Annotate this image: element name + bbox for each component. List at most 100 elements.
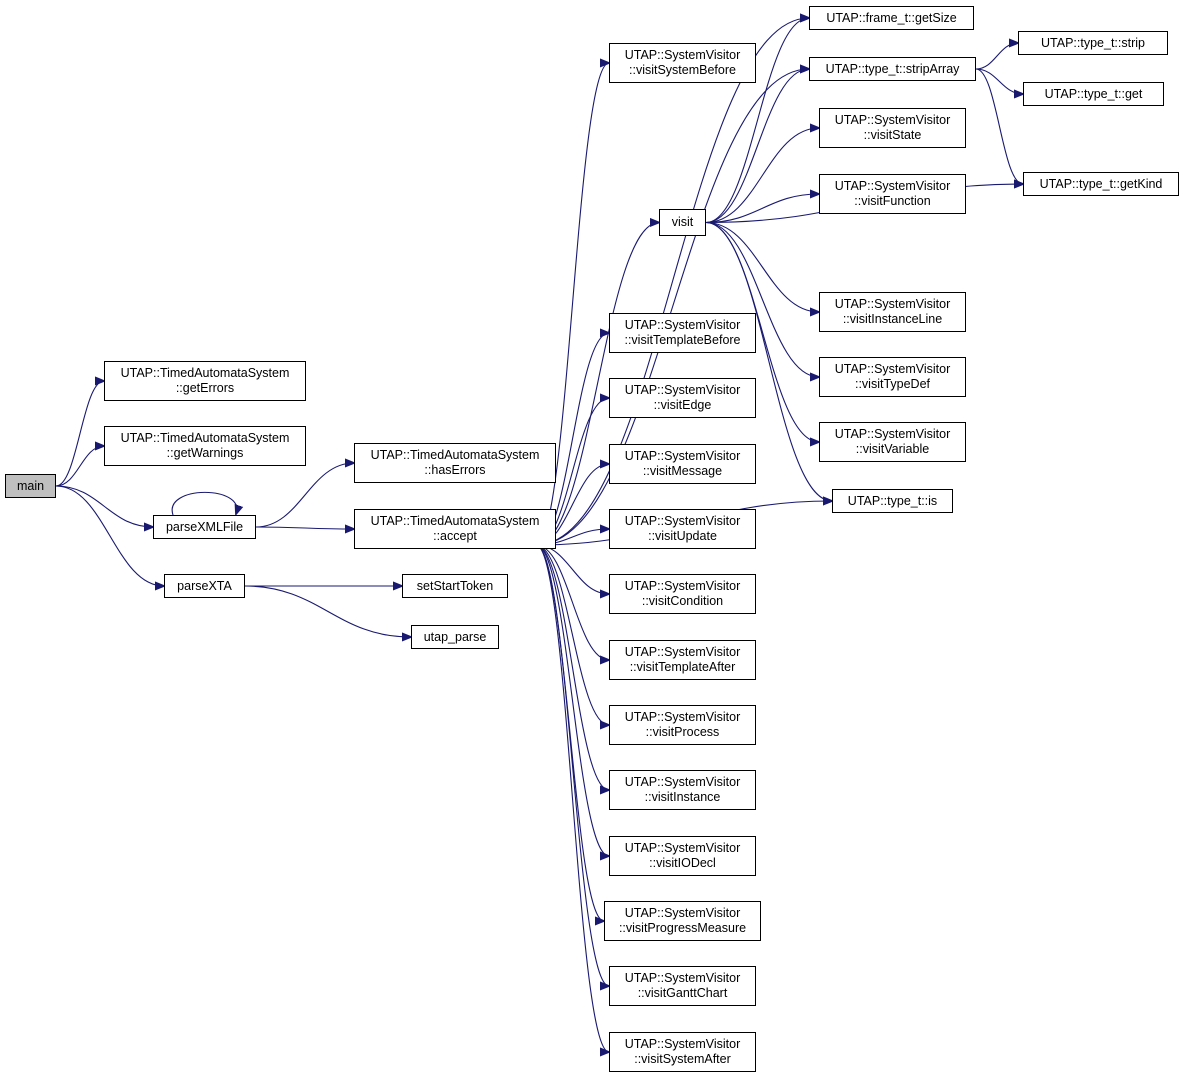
edge-visit-to-is bbox=[705, 221, 832, 502]
node-label-line: ::visitUpdate bbox=[648, 529, 717, 543]
node-utap-parse[interactable]: utap_parse bbox=[411, 625, 499, 649]
node-label-line: ::visitInstanceLine bbox=[842, 312, 943, 326]
node-get-warnings[interactable]: UTAP::TimedAutomataSystem::getWarnings bbox=[104, 426, 306, 466]
node-label-line: main bbox=[16, 478, 45, 493]
node-visit-message[interactable]: UTAP::SystemVisitor::visitMessage bbox=[609, 444, 756, 484]
node-label-line: ::visitSystemAfter bbox=[634, 1052, 731, 1066]
edge-main-to-getWarnings bbox=[55, 446, 104, 487]
node-visit[interactable]: visit bbox=[659, 209, 706, 236]
node-visit-edge[interactable]: UTAP::SystemVisitor::visitEdge bbox=[609, 378, 756, 418]
node-label-line: ::visitFunction bbox=[854, 194, 931, 208]
node-label-line: UTAP::SystemVisitor bbox=[624, 449, 741, 463]
node-label-line: ::visitVariable bbox=[855, 442, 930, 456]
edge-accept-to-visitGanttChart bbox=[535, 544, 609, 986]
node-get-size[interactable]: UTAP::frame_t::getSize bbox=[809, 6, 974, 30]
edge-stripArray-to-getKind bbox=[975, 68, 1023, 184]
node-visit-instance[interactable]: UTAP::SystemVisitor::visitInstance bbox=[609, 770, 756, 810]
node-label-line: ::visitEdge bbox=[653, 398, 712, 412]
node-get-errors[interactable]: UTAP::TimedAutomataSystem::getErrors bbox=[104, 361, 306, 401]
edge-accept-to-visitInstance bbox=[535, 544, 609, 790]
node-accept[interactable]: UTAP::TimedAutomataSystem::accept bbox=[354, 509, 556, 549]
node-label-line: parseXMLFile bbox=[165, 519, 244, 534]
node-has-errors[interactable]: UTAP::TimedAutomataSystem::hasErrors bbox=[354, 443, 556, 483]
edge-main-to-parseXMLFile bbox=[55, 485, 153, 527]
node-visit-process[interactable]: UTAP::SystemVisitor::visitProcess bbox=[609, 705, 756, 745]
node-label-line: ::visitTemplateAfter bbox=[629, 660, 736, 674]
node-label-line: ::visitTemplateBefore bbox=[624, 333, 741, 347]
node-label-line: ::visitTypeDef bbox=[854, 377, 931, 391]
node-label-line: UTAP::SystemVisitor bbox=[624, 775, 741, 789]
node-visit-type-def[interactable]: UTAP::SystemVisitor::visitTypeDef bbox=[819, 357, 966, 397]
node-visit-template-after[interactable]: UTAP::SystemVisitor::visitTemplateAfter bbox=[609, 640, 756, 680]
node-label-line: UTAP::TimedAutomataSystem bbox=[120, 431, 290, 445]
node-label-line: UTAP::SystemVisitor bbox=[834, 362, 951, 376]
node-label-line: ::getErrors bbox=[175, 381, 235, 395]
node-label-line: UTAP::type_t::getKind bbox=[1039, 176, 1163, 191]
node-label-line: UTAP::TimedAutomataSystem bbox=[370, 514, 540, 528]
node-get[interactable]: UTAP::type_t::get bbox=[1023, 82, 1164, 106]
node-strip[interactable]: UTAP::type_t::strip bbox=[1018, 31, 1168, 55]
node-strip-array[interactable]: UTAP::type_t::stripArray bbox=[809, 57, 976, 81]
node-label-line: UTAP::frame_t::getSize bbox=[826, 10, 957, 25]
node-label-line: ::visitIODecl bbox=[649, 856, 716, 870]
node-label-line: ::getWarnings bbox=[166, 446, 244, 460]
node-label-line: UTAP::SystemVisitor bbox=[834, 179, 951, 193]
node-visit-iodecl[interactable]: UTAP::SystemVisitor::visitIODecl bbox=[609, 836, 756, 876]
node-set-start-token[interactable]: setStartToken bbox=[402, 574, 508, 598]
node-label-line: UTAP::type_t::get bbox=[1044, 86, 1143, 101]
node-main: main bbox=[5, 474, 56, 498]
node-parse-xta[interactable]: parseXTA bbox=[164, 574, 245, 598]
node-label-line: UTAP::SystemVisitor bbox=[624, 906, 741, 920]
node-label-line: UTAP::SystemVisitor bbox=[624, 514, 741, 528]
node-label-line: UTAP::type_t::is bbox=[847, 493, 938, 508]
node-label-line: ::accept bbox=[433, 529, 477, 543]
node-visit-system-after[interactable]: UTAP::SystemVisitor::visitSystemAfter bbox=[609, 1032, 756, 1072]
edge-main-to-getErrors bbox=[55, 381, 104, 487]
node-visit-function[interactable]: UTAP::SystemVisitor::visitFunction bbox=[819, 174, 966, 214]
edge-accept-to-getSize bbox=[535, 18, 809, 546]
node-label-line: UTAP::SystemVisitor bbox=[624, 645, 741, 659]
edge-accept-to-stripArray bbox=[535, 69, 809, 546]
node-label-line: UTAP::type_t::stripArray bbox=[825, 61, 960, 76]
node-label-line: ::visitCondition bbox=[641, 594, 724, 608]
edge-parseXMLFile-to-accept bbox=[255, 527, 354, 529]
node-label-line: UTAP::SystemVisitor bbox=[624, 971, 741, 985]
node-label-line: ::visitProcess bbox=[645, 725, 720, 739]
edge-visit-to-visitTypeDef bbox=[705, 221, 819, 378]
node-visit-condition[interactable]: UTAP::SystemVisitor::visitCondition bbox=[609, 574, 756, 614]
node-label-line: UTAP::TimedAutomataSystem bbox=[370, 448, 540, 462]
node-label-line: UTAP::SystemVisitor bbox=[624, 318, 741, 332]
node-label-line: ::hasErrors bbox=[424, 463, 486, 477]
edge-accept-to-visitProcess bbox=[535, 544, 609, 725]
edge-stripArray-to-strip bbox=[975, 43, 1018, 70]
node-visit-state[interactable]: UTAP::SystemVisitor::visitState bbox=[819, 108, 966, 148]
edge-parseXMLFile-to-hasErrors bbox=[255, 463, 354, 528]
edge-visit-to-stripArray bbox=[705, 69, 809, 224]
edge-accept-to-visit bbox=[535, 223, 659, 546]
node-is[interactable]: UTAP::type_t::is bbox=[832, 489, 953, 513]
node-label-line: ::visitGanttChart bbox=[637, 986, 728, 1000]
node-visit-update[interactable]: UTAP::SystemVisitor::visitUpdate bbox=[609, 509, 756, 549]
node-label-line: UTAP::SystemVisitor bbox=[834, 427, 951, 441]
node-label-line: ::visitInstance bbox=[644, 790, 721, 804]
edge-stripArray-to-get bbox=[975, 68, 1023, 94]
node-label-line: UTAP::SystemVisitor bbox=[624, 710, 741, 724]
node-label-line: UTAP::SystemVisitor bbox=[624, 383, 741, 397]
node-visit-system-before[interactable]: UTAP::SystemVisitor::visitSystemBefore bbox=[609, 43, 756, 83]
node-visit-progress-measure[interactable]: UTAP::SystemVisitor::visitProgressMeasur… bbox=[604, 901, 761, 941]
node-visit-instance-line[interactable]: UTAP::SystemVisitor::visitInstanceLine bbox=[819, 292, 966, 332]
edge-visit-to-visitFunction bbox=[705, 194, 819, 224]
node-label-line: ::visitSystemBefore bbox=[629, 63, 736, 77]
node-visit-variable[interactable]: UTAP::SystemVisitor::visitVariable bbox=[819, 422, 966, 462]
node-visit-template-before[interactable]: UTAP::SystemVisitor::visitTemplateBefore bbox=[609, 313, 756, 353]
node-label-line: UTAP::type_t::strip bbox=[1041, 35, 1145, 50]
node-parse-xmlfile[interactable]: parseXMLFile bbox=[153, 515, 256, 539]
node-visit-gantt-chart[interactable]: UTAP::SystemVisitor::visitGanttChart bbox=[609, 966, 756, 1006]
node-label-line: parseXTA bbox=[177, 578, 232, 593]
node-label-line: utap_parse bbox=[423, 629, 487, 644]
edge-accept-to-visitTemplateAfter bbox=[535, 544, 609, 660]
edge-accept-to-visitSystemAfter bbox=[535, 544, 609, 1052]
node-label-line: ::visitState bbox=[863, 128, 922, 142]
edge-parseXTA-to-utap_parse bbox=[244, 585, 411, 637]
node-get-kind[interactable]: UTAP::type_t::getKind bbox=[1023, 172, 1179, 196]
